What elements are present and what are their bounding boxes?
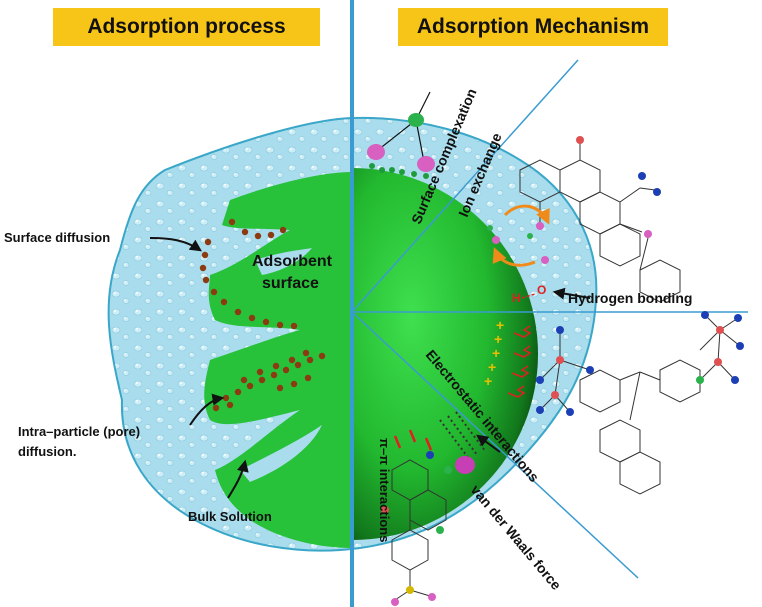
oxygen-atom: O [537,283,546,297]
ion-exchange-structure [519,140,656,267]
anion-structure [536,326,594,416]
bulk-solution-label: Bulk Solution [188,509,272,524]
porous-adsorbent [204,172,352,548]
svg-text:+: + [488,359,496,375]
pore-diffusion-label-line1: Intra–particle (pore) [18,424,140,439]
adsorbate-particles [199,218,326,412]
pi-pi-dashes [393,429,433,451]
ion-exchange-arrows [492,204,550,267]
hydrogen-bonding-arrow [552,287,591,300]
dye-molecule-right [579,359,701,495]
hydrogen-bonding-label: Hydrogen bonding [568,290,692,306]
adsorbent-label-line1: Adsorbent [252,253,333,270]
surface-diffusion-label: Surface diffusion [4,230,110,245]
adsorption-process-header: Adsorption process [53,8,320,46]
van-der-waals-molecule [455,456,475,474]
bulk-solution-arrow [227,459,249,499]
hydrogen-atom: H [512,291,521,305]
van-der-waals-label: van der Waals force [468,482,565,593]
surface-complexation-structure [367,91,435,179]
positive-charges: +++ ++ [484,317,504,389]
svg-text:+: + [492,345,500,361]
svg-text:+: + [484,373,492,389]
pore-diffusion-arrow [189,393,225,426]
svg-text:+: + [494,331,502,347]
adsorbent-label-line2: surface [262,275,319,292]
pi-pi-interactions-label: π–π interactions [377,438,392,542]
pore-diffusion-label-line2: diffusion. [18,444,77,459]
surface-diffusion-arrow [149,237,202,252]
adsorption-mechanism-header: Adsorption Mechanism [398,8,668,46]
electrostatic-arrows [507,325,532,398]
benzene-ring [639,237,681,303]
mechanism-sector-lines [351,59,748,579]
van-der-waals-arrow [476,434,501,453]
ligand-cluster-top-right [696,311,744,384]
svg-text:+: + [496,317,504,333]
